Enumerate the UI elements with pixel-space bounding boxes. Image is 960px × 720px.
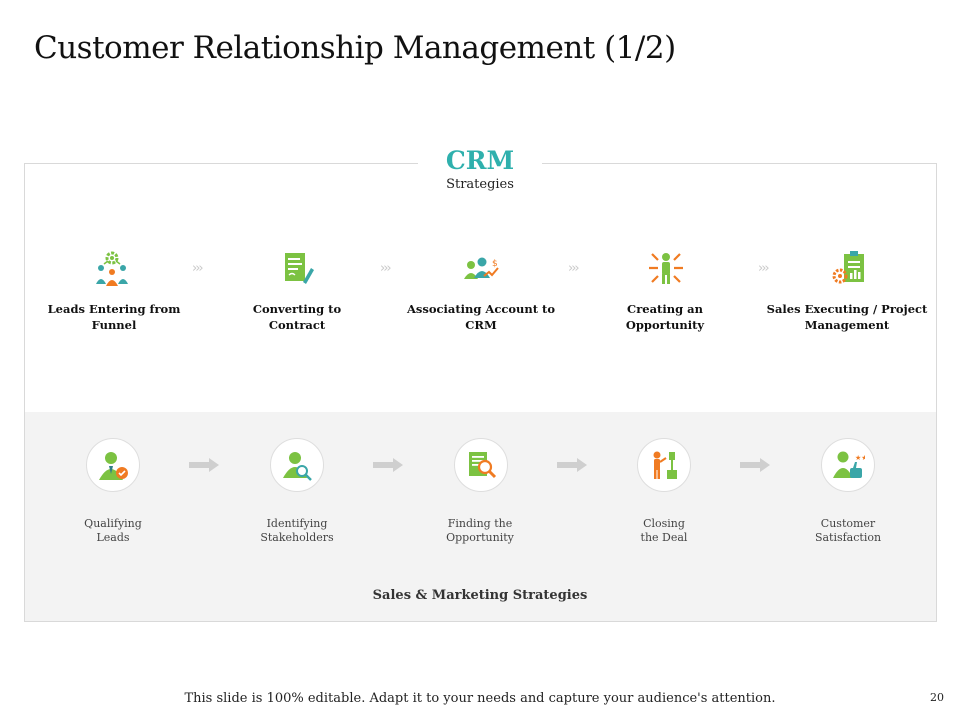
step-separator-chevrons: ››› (758, 261, 770, 276)
finding-opportunity-badge (454, 438, 508, 492)
contract-icon (285, 253, 314, 284)
project-management-icon (832, 251, 864, 284)
crm-title: CRM (445, 146, 515, 175)
arrow-right-icon (373, 458, 403, 472)
footer-note: This slide is 100% editable. Adapt it to… (184, 691, 776, 706)
crm-subtitle: Strategies (446, 177, 514, 192)
qualified-lead-icon (99, 452, 128, 480)
step-separator-chevrons: ››› (568, 261, 580, 276)
account-association-icon: $ (464, 257, 499, 279)
leads-funnel-icon (96, 251, 128, 286)
arrow-right-icon (740, 458, 770, 472)
identifying-stakeholders-badge (270, 438, 324, 492)
crm-frame (24, 163, 937, 622)
sales-marketing-title: Sales & Marketing Strategies (372, 588, 588, 603)
svg-text:★★: ★★ (855, 454, 865, 462)
closing-deal-badge (637, 438, 691, 492)
arrow-right-icon (189, 458, 219, 472)
satisfaction-thumbs-up-icon: ★★ (833, 451, 865, 478)
arrow-right-icon (557, 458, 587, 472)
stakeholder-search-icon (283, 452, 312, 481)
step-separator-chevrons: ››› (192, 261, 204, 276)
presentation-icon (653, 451, 677, 479)
opportunity-icon (649, 253, 683, 284)
customer-satisfaction-badge: ★★ (821, 438, 875, 492)
svg-text:$: $ (492, 259, 498, 269)
crm-header: CRM Strategies (418, 143, 542, 197)
qualifying-leads-badge (86, 438, 140, 492)
page-number: 20 (930, 691, 944, 704)
step-separator-chevrons: ››› (380, 261, 392, 276)
slide-title: Customer Relationship Management (1/2) (34, 30, 676, 66)
document-search-icon (469, 452, 497, 479)
